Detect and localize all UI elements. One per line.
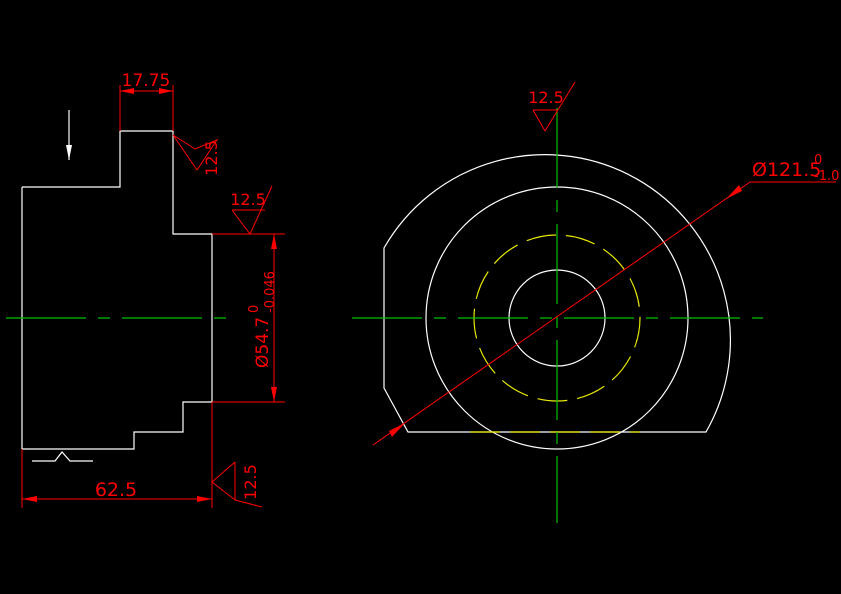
dim-bore-upper: 0	[247, 305, 262, 313]
roughness-symbol-bottom: 12.5	[211, 461, 263, 508]
dimension-width-top: 17.75	[119, 71, 174, 131]
dimension-length: 62.5	[21, 402, 213, 508]
dim-length-label: 62.5	[95, 479, 137, 501]
roughness-bottom-label: 12.5	[241, 464, 260, 500]
dim-outer-label: Ø121.5	[752, 159, 821, 181]
front-view	[352, 108, 763, 523]
surface-finish-mark	[32, 451, 93, 462]
roughness-symbol-circle-top: 12.5	[528, 81, 576, 132]
dim-width-top-label: 17.75	[122, 71, 171, 91]
dimension-bore-diameter: Ø54.7 0 -0.046	[212, 233, 285, 403]
roughness-symbol-top: 12.5	[172, 134, 221, 176]
roughness-step-label: 12.5	[230, 190, 266, 209]
roughness-top-label: 12.5	[202, 140, 221, 176]
roughness-circle-top-label: 12.5	[528, 88, 564, 107]
dimension-outer-diameter: Ø121.5 0 -1.0	[372, 153, 839, 446]
down-arrow-icon	[66, 110, 72, 160]
dim-bore-label: Ø54.7	[253, 317, 273, 368]
dim-outer-lower: -1.0	[814, 169, 839, 184]
dim-outer-upper: 0	[814, 153, 822, 168]
dim-bore-lower: -0.046	[263, 271, 278, 313]
front-view-outer-contour	[383, 154, 731, 433]
